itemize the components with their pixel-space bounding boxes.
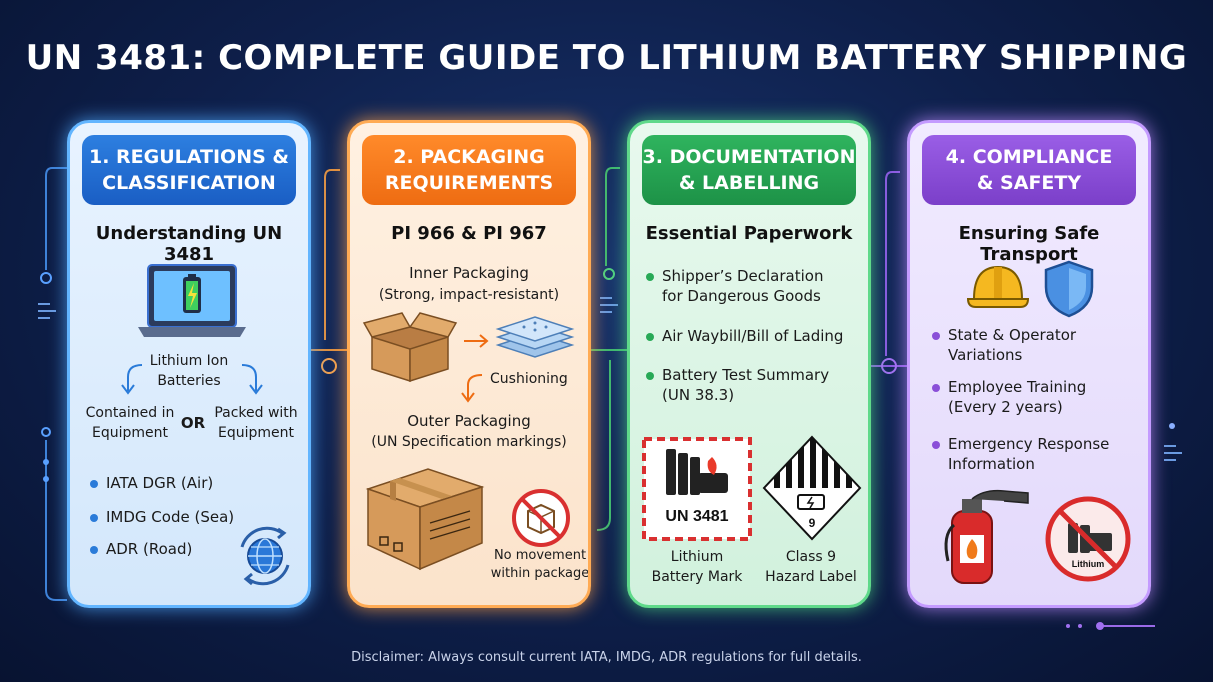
class-9-hazard-label-icon: 9 [762,435,862,541]
card-subtitle: Understanding UN 3481 [95,223,283,265]
outer-packaging-note: (UN Specification markings) [371,434,567,450]
card-header: 1. REGULATIONS & CLASSIFICATION [82,135,296,205]
list-item: Battery Test Summary (UN 38.3) [645,366,830,404]
class-number-text: 9 [809,516,816,530]
inner-packaging-note: (Strong, impact-resistant) [378,287,560,303]
card-regulations-classification: 1. REGULATIONS & CLASSIFICATION Understa… [67,120,311,608]
list-item: Emergency Response Information [931,435,1110,473]
outer-packaging-title: Outer Packaging [407,412,531,430]
split-arrows-icon [121,364,263,395]
card-subtitle: Ensuring Safe Transport [958,223,1100,265]
inner-packaging-title: Inner Packaging [409,264,529,282]
battery-type-label: Lithium Ion Batteries [149,353,229,389]
list-item: Shipper’s Declaration for Dangerous Good… [645,267,824,305]
list-item: Employee Training (Every 2 years) [931,378,1087,416]
no-movement-label: No movement within package [490,548,590,581]
list-item: IATA DGR (Air) [89,474,214,492]
cushioning-label: Cushioning [490,371,568,387]
arrow-down-icon [461,374,483,403]
prohibited-battery-icon: Lithium [1045,496,1131,582]
lithium-mark-caption: Lithium Battery Mark [651,549,743,585]
list-item: ADR (Road) [89,540,193,558]
card-compliance-safety: 4. COMPLIANCE & SAFETY Ensuring Safe Tra… [907,120,1151,608]
list-item: Air Waybill/Bill of Lading [645,327,844,345]
or-label: OR [180,414,206,432]
card-packaging-requirements: 2. PACKAGING REQUIREMENTS PI 966 & PI 96… [347,120,591,608]
card-subtitle: Essential Paperwork [645,223,853,244]
contained-in-equipment: Contained in Equipment [85,405,175,441]
packed-with-equipment: Packed with Equipment [214,405,298,441]
arrow-right-icon [464,334,489,348]
lithium-battery-mark-icon: UN 3481 [642,437,752,541]
cushion-layers-icon [495,316,575,358]
prohibited-battery-text: Lithium [1072,559,1105,569]
card-subtitle: PI 966 & PI 967 [391,223,547,244]
no-movement-icon [512,489,570,547]
hazard-label-caption: Class 9 Hazard Label [765,549,857,585]
card-documentation-labelling: 3. DOCUMENTATION & LABELLING Essential P… [627,120,871,608]
disclaimer: Disclaimer: Always consult current IATA,… [351,650,862,665]
page-title: UN 3481: COMPLETE GUIDE TO LITHIUM BATTE… [25,38,1188,78]
sealed-box-icon [365,468,485,571]
laptop-battery-icon [138,264,246,337]
card-header: 3. DOCUMENTATION & LABELLING [642,135,856,205]
globe-icon [240,526,290,586]
un-number-text: UN 3481 [665,508,728,525]
card-header: 4. COMPLIANCE & SAFETY [922,135,1136,205]
card-header: 2. PACKAGING REQUIREMENTS [362,135,576,205]
list-item: State & Operator Variations [931,326,1077,364]
open-box-icon [362,312,458,383]
fire-extinguisher-icon [944,489,1029,584]
list-item: IMDG Code (Sea) [89,508,235,526]
hard-hat-icon [966,265,1030,308]
shield-icon [1044,260,1094,318]
